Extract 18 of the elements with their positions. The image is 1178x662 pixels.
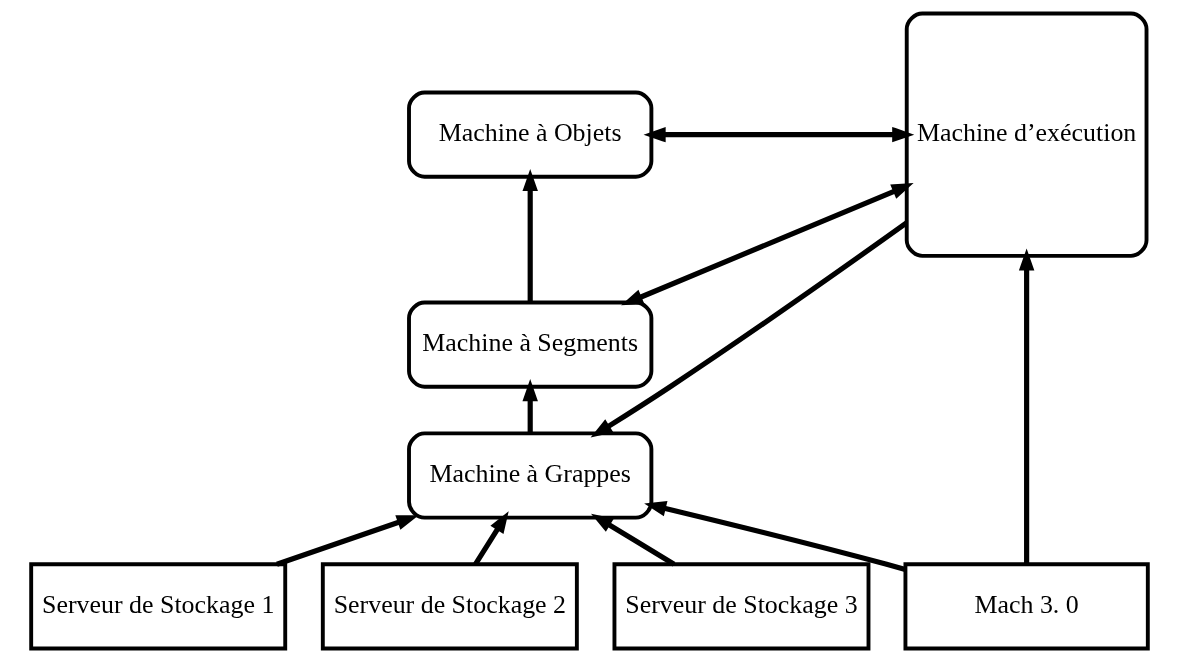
arrow: [472, 511, 509, 566]
arrow: [590, 513, 675, 567]
node-box: Serveur de Stockage 2: [320, 562, 579, 651]
node-box: Serveur de Stockage 1: [28, 562, 287, 651]
node-box: Serveur de Stockage 3: [612, 562, 870, 651]
node-box: Machine à Grappes: [406, 431, 653, 520]
arrow: [643, 126, 914, 143]
arrow: [643, 501, 906, 572]
arrow: [275, 515, 419, 567]
arrow: [620, 183, 914, 306]
node-box: Machine d’exécution: [904, 11, 1148, 258]
arrow: [521, 168, 538, 303]
node-box: Mach 3. 0: [903, 562, 1150, 651]
arrow: [521, 379, 538, 434]
node-box: Machine à Objets: [406, 90, 653, 179]
node-box: Machine à Segments: [406, 300, 653, 389]
arrow: [590, 220, 908, 438]
arrow: [1018, 248, 1034, 564]
